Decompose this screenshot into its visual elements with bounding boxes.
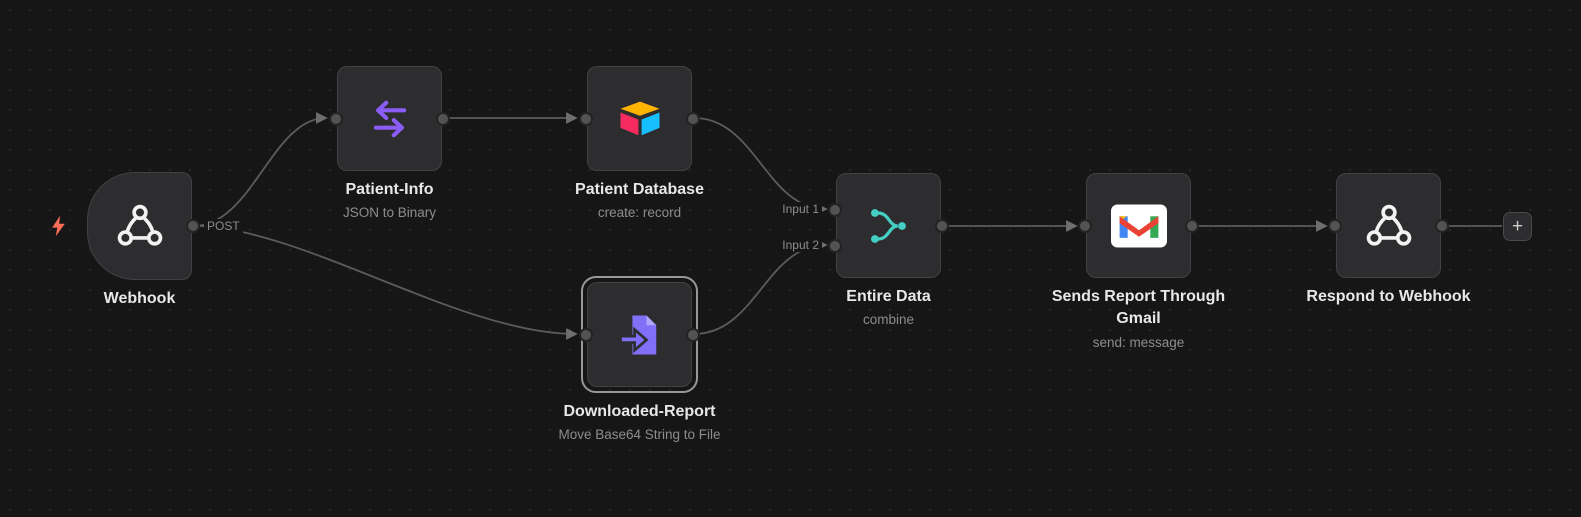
edge-downloaded-report-to-entire-data[interactable] [693,239,828,335]
input-port[interactable] [1328,218,1342,233]
node-respond-webhook[interactable]: Respond to Webhook [1306,173,1471,305]
node-webhook[interactable]: Webhook [87,172,200,307]
node-label: Webhook [104,288,176,310]
output-port[interactable] [686,327,700,342]
node-title: Entire Data [846,288,931,305]
output-port[interactable] [1435,218,1449,233]
output-port[interactable] [935,218,949,233]
file-import-icon [614,309,666,361]
output-port[interactable] [1185,218,1199,233]
node-label: Patient Database create: record [575,179,704,222]
node-subtitle: combine [862,312,915,328]
edge-webhook-to-patient-info[interactable] [193,112,328,227]
output-port[interactable] [186,219,200,233]
node-subtitle: Move Base64 String to File [558,427,721,443]
webhook-icon [1363,200,1415,252]
input-port-1[interactable] [828,203,842,217]
node-label: Respond to Webhook [1306,286,1470,308]
node-subtitle: create: record [597,205,682,221]
input-port-2[interactable] [828,239,842,253]
node-title: Sends Report Through Gmail [1051,288,1226,328]
gmail-icon [1110,203,1167,249]
input-label-1: Input 1 [756,202,822,216]
input-label-2: Input 2 [756,238,822,252]
lightning-icon [49,215,68,238]
output-port[interactable] [436,111,450,126]
node-title: Patient-Info [345,181,434,198]
output-port[interactable] [686,111,700,126]
node-title: Webhook [103,290,176,307]
input-port[interactable] [579,111,593,126]
node-gmail[interactable]: Sends Report Through Gmail send: message [1052,173,1225,350]
node-label: Patient-Info JSON to Binary [343,179,436,222]
add-node-button[interactable]: + [1503,212,1532,241]
node-title: Patient Database [575,181,704,198]
node-label: Downloaded-Report Move Base64 String to … [558,401,720,444]
input-port[interactable] [329,111,343,126]
node-subtitle: JSON to Binary [342,205,437,221]
merge-icon [863,200,915,252]
node-entire-data[interactable]: Entire Data combine [828,173,949,327]
node-patient-database[interactable]: Patient Database create: record [575,66,704,220]
node-title: Downloaded-Report [563,403,716,420]
node-downloaded-report[interactable]: Downloaded-Report Move Base64 String to … [558,276,721,442]
node-title: Respond to Webhook [1306,288,1471,305]
node-label: Entire Data combine [846,286,930,329]
input-port[interactable] [1078,218,1092,233]
edge-patient-database-to-entire-data[interactable] [693,117,828,215]
input-port[interactable] [579,327,593,342]
move-binary-arrows-icon [364,93,416,145]
edge-webhook-to-downloaded-report[interactable] [193,225,578,340]
webhook-icon [114,200,166,252]
output-label-post: POST [204,219,243,233]
node-subtitle: send: message [1092,334,1185,350]
node-patient-info[interactable]: Patient-Info JSON to Binary [329,66,450,220]
airtable-icon [614,93,666,145]
node-label: Sends Report Through Gmail send: message [1033,286,1245,351]
